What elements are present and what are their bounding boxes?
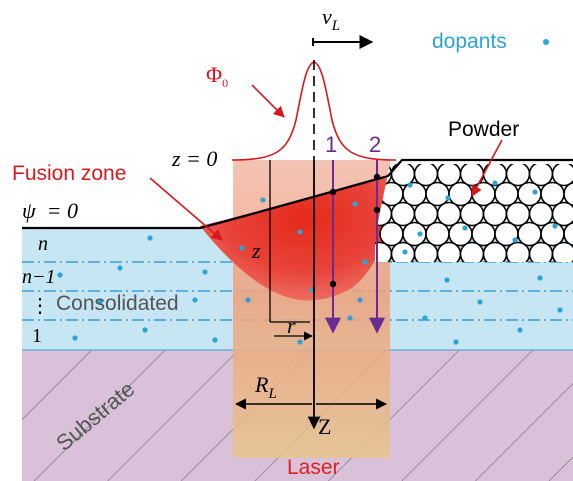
dopant-dot: [417, 231, 423, 237]
dopant-dot: [537, 275, 543, 281]
dopant-dot: [492, 180, 498, 186]
powder-particle: [471, 181, 496, 207]
powder-particle: [540, 181, 565, 207]
dopant-dot: [445, 195, 451, 201]
dopant-dot: [72, 335, 78, 341]
dopant-dot: [297, 229, 303, 235]
powder-particle: [425, 181, 450, 207]
laser-label: Laser: [287, 456, 340, 479]
fusion-zone-label: Fusion zone: [12, 162, 126, 185]
radius-label: RL: [254, 372, 277, 402]
dopant-dot: [517, 327, 523, 333]
psi-label: ψ = 0: [22, 198, 78, 223]
z-depth-label: z: [251, 238, 261, 263]
powder-particle: [528, 164, 554, 187]
powder-particle: [517, 181, 542, 207]
layer-n-minus-1-label: n−1: [22, 266, 56, 288]
powder-particle: [402, 181, 427, 207]
dopant-dot: [462, 225, 468, 231]
powder-particle: [551, 201, 573, 227]
dopant-dot: [352, 201, 358, 207]
dopant-dot: [357, 297, 363, 303]
dopant-dot: [97, 299, 103, 305]
dopant-dot: [444, 277, 450, 283]
powder-particles: [375, 164, 573, 262]
powder-particle: [551, 241, 573, 262]
dopant-dot: [552, 223, 558, 229]
powder-particle: [436, 201, 462, 227]
dopant-dot: [402, 249, 408, 255]
powder-particle: [563, 181, 573, 207]
free-surface: [22, 158, 573, 230]
dopant-dot: [147, 235, 153, 241]
dopant-dot: [297, 339, 303, 345]
layer-n-label: n: [38, 233, 48, 255]
dopant-dot: [260, 197, 266, 203]
dopant-dot: [477, 299, 483, 305]
z-equals-zero-label: z = 0: [171, 146, 217, 171]
powder-particle: [448, 221, 473, 247]
powder-particle: [563, 221, 573, 247]
powder-particle: [517, 221, 542, 247]
dopant-dot: [557, 307, 563, 313]
velocity-label: vL: [322, 4, 340, 34]
dopant-dot: [212, 337, 218, 343]
powder-particle: [505, 164, 531, 187]
powder-particle: [390, 164, 416, 187]
powder-label: Powder: [448, 118, 519, 141]
powder-particle: [436, 164, 462, 187]
powder-particle: [551, 164, 573, 187]
powder-particle: [494, 181, 519, 207]
dopant-dot: [453, 339, 459, 345]
powder-particle: [505, 201, 531, 227]
powder-particle: [413, 164, 439, 187]
dopant-dot: [407, 182, 413, 188]
dopant-dot: [362, 259, 368, 265]
dopant-dot: [142, 327, 148, 333]
fusion-pointer-arrow: [149, 177, 223, 241]
fusion-zone: [200, 176, 390, 301]
dopant-dot: [532, 189, 538, 195]
dopant-dot: [512, 237, 518, 243]
phi-pointer-arrow: [251, 84, 285, 118]
dopants-legend-dot: [543, 39, 549, 45]
dopant-dots: [57, 180, 563, 345]
velocity-arrow: [312, 38, 372, 46]
dopants-label: dopants: [432, 30, 507, 53]
powder-particle: [471, 221, 496, 247]
powder-particle: [448, 181, 473, 207]
powder-particle: [482, 201, 508, 227]
powder-pointer-arrow: [471, 139, 503, 197]
track-1-label: 1: [325, 132, 337, 157]
dopant-dot: [422, 315, 428, 321]
powder-particle: [379, 221, 404, 247]
powder-particle: [413, 201, 439, 227]
dopant-dot: [192, 297, 198, 303]
layer-dots-label: ⋮: [30, 295, 50, 317]
dopant-dot: [239, 245, 245, 251]
layer-1-label: 1: [32, 325, 42, 347]
dopant-dot: [347, 315, 353, 321]
consolidated-label: Consolidated: [56, 292, 179, 315]
powder-particle: [459, 201, 485, 227]
powder-particle: [425, 221, 450, 247]
powder-particle: [528, 201, 554, 227]
dopant-dot: [57, 272, 63, 278]
track-2-label: 2: [369, 132, 381, 157]
dopant-dot: [117, 265, 123, 271]
powder-particle: [390, 201, 416, 227]
phi-label: Φ0: [206, 62, 228, 90]
dopant-dot: [245, 297, 251, 303]
dopant-dot: [202, 269, 208, 275]
track-markers: [329, 173, 381, 288]
r-radius-label: r: [287, 313, 296, 338]
axis-z-label: Z: [318, 414, 331, 439]
